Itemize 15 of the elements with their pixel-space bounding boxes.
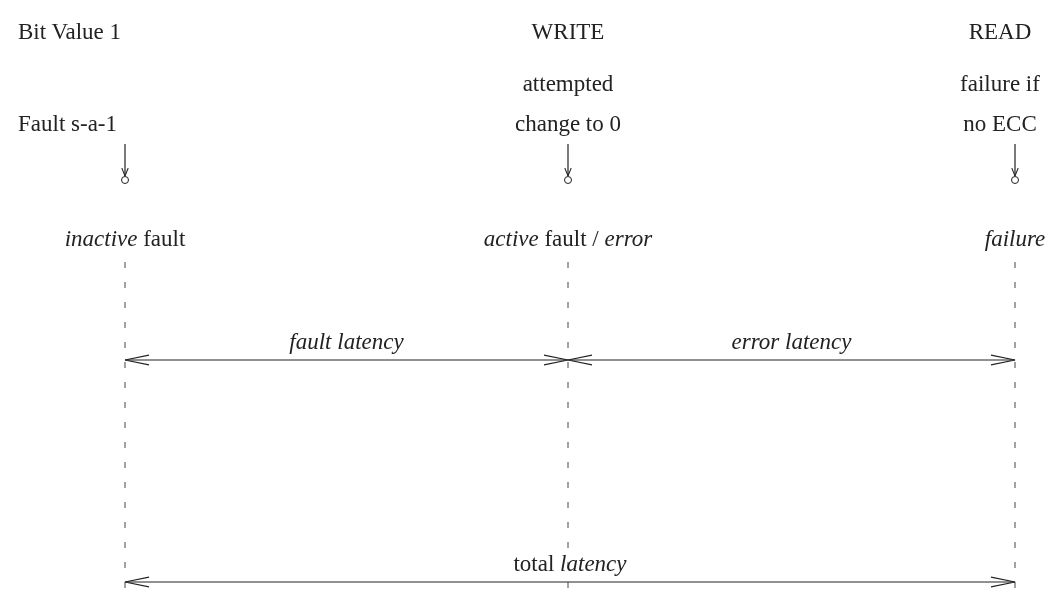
node-text: Bit Value 1 bbox=[18, 18, 122, 46]
node-text: Fault s-a-1 bbox=[18, 110, 117, 138]
state-label: inactive fault bbox=[64, 225, 186, 253]
state-label: failure bbox=[984, 225, 1046, 253]
arrow bbox=[1011, 143, 1019, 177]
dimension-label: fault latency bbox=[289, 328, 404, 356]
arrow bbox=[564, 143, 572, 177]
node-text: WRITE bbox=[531, 18, 605, 46]
node-text: attempted change to 0 bbox=[514, 70, 622, 138]
dimension-label: error latency bbox=[731, 328, 852, 356]
dimension-label: total latency bbox=[513, 550, 627, 578]
node-text: failure if no ECC bbox=[959, 70, 1041, 138]
arrow bbox=[121, 143, 129, 177]
node-text: READ bbox=[968, 18, 1032, 46]
state-label: active fault / error bbox=[483, 225, 653, 253]
